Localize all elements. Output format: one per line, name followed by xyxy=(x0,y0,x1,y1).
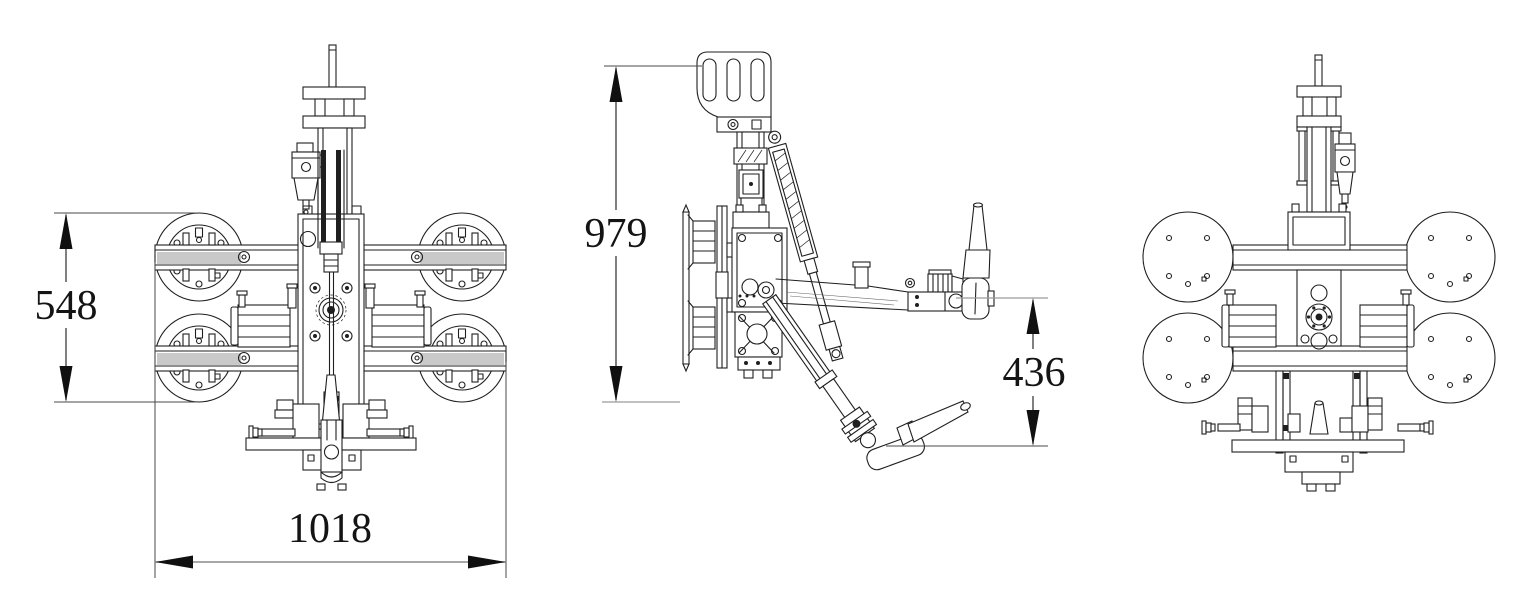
side-view xyxy=(682,51,995,471)
suction-cup-rear-bottom-left xyxy=(1142,312,1234,404)
rear-column xyxy=(1296,126,1342,213)
rear-right-valve xyxy=(1351,397,1434,435)
front-air-filter xyxy=(291,142,321,215)
rear-left-cylinder xyxy=(1221,289,1277,348)
side-diagonal-arm xyxy=(761,293,878,449)
front-left-cylinder xyxy=(230,283,298,348)
side-gas-spring xyxy=(767,130,844,362)
front-bottom-assembly xyxy=(245,374,417,491)
dimension-front-height: 548 xyxy=(35,212,196,403)
front-right-cylinder xyxy=(364,283,432,348)
side-upper-grip xyxy=(961,202,995,320)
suction-cup-rear-bottom-right xyxy=(1404,312,1496,404)
dim-side-height-value: 979 xyxy=(585,211,648,257)
front-hoist-pin xyxy=(302,44,366,129)
rear-right-cylinder xyxy=(1359,289,1415,348)
rear-bottom-beam xyxy=(1232,345,1408,372)
side-suction-cups xyxy=(682,203,736,373)
dim-front-width-value: 1018 xyxy=(288,506,372,552)
rear-hoist-pin xyxy=(1296,54,1342,128)
suction-cup-rear-top-right xyxy=(1404,211,1496,303)
arm-pivot xyxy=(757,281,775,299)
side-horizontal-arm xyxy=(775,261,968,312)
side-hoist-bracket xyxy=(696,51,772,133)
dim-front-height-value: 548 xyxy=(35,283,98,329)
dimension-front-width: 1018 xyxy=(154,262,507,578)
side-lower-grip xyxy=(866,400,971,471)
suction-cup-rear-top-left xyxy=(1142,211,1234,303)
dim-side-drop-value: 436 xyxy=(1003,350,1066,396)
side-column xyxy=(732,131,770,229)
dimension-side-drop: 436 xyxy=(886,297,1066,447)
front-view xyxy=(154,44,507,491)
rear-main-block xyxy=(1287,203,1351,251)
rear-bottom-plate xyxy=(1231,439,1405,492)
dimension-side-height: 979 xyxy=(585,65,702,403)
rear-left-valve xyxy=(1201,397,1269,435)
rear-air-filter xyxy=(1334,132,1356,210)
rear-center-body xyxy=(1296,269,1342,350)
rear-view xyxy=(1142,54,1496,492)
rear-lower-frame xyxy=(1275,370,1368,454)
